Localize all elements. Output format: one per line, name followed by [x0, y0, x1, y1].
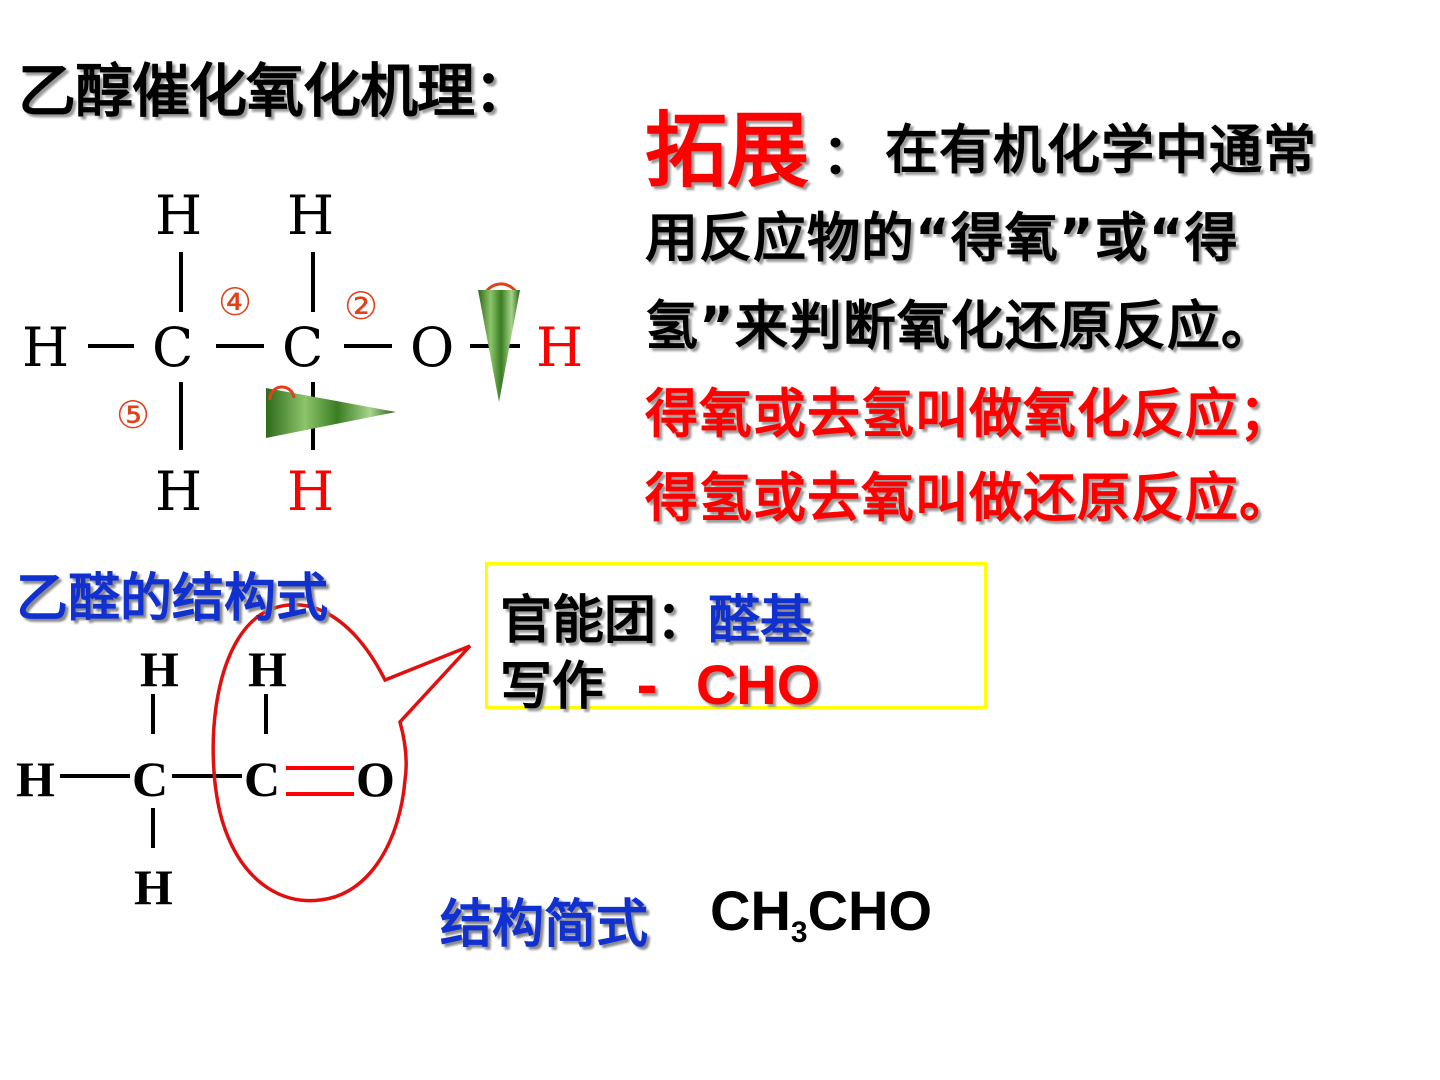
ethanol-atom-c1: C [152, 316, 194, 379]
ethanol-atom-h-bottom-1: H [155, 460, 203, 523]
acetaldehyde-atom-h-left: H [16, 751, 55, 807]
simple-formula-label: 结构简式 [440, 895, 649, 955]
ethanol-atom-o: O [410, 316, 455, 379]
bond-label-partial-circle-2 [268, 385, 296, 401]
ethanol-atom-h-top-2: H [287, 184, 335, 247]
page-title: 乙醇催化氧化机理： [18, 57, 532, 125]
write-formula: CHO [695, 653, 821, 716]
acetaldehyde-bonds [60, 694, 268, 848]
functional-group-write-line: 写作 - CHO [500, 644, 820, 719]
ethanol-atom-c2: C [282, 316, 324, 379]
ethanol-atom-h-left: H [22, 316, 70, 379]
bond-label-5: ⑤ [116, 393, 151, 437]
ethanol-atom-h-top-1: H [155, 184, 203, 247]
acetaldehyde-atom-o: O [356, 751, 395, 807]
simple-formula-part1: CH [710, 879, 791, 942]
functional-group-name: 醛基 [708, 591, 813, 651]
extension-line-oxidation: 得氧或去氢叫做氧化反应； [645, 384, 1293, 445]
ethanol-atom-h-right: H [536, 316, 584, 379]
simple-formula: CH3CHO [710, 878, 932, 950]
extension-line-2: 用反应物的“得氧”或“得 [645, 208, 1239, 269]
acetaldehyde-atom-c1: C [132, 751, 169, 807]
functional-group-box [485, 562, 987, 709]
simple-formula-part2: CHO [807, 879, 933, 942]
write-dash: - [636, 657, 658, 717]
extension-heading: 拓展 [645, 104, 810, 199]
acetaldehyde-atom-h-bottom: H [134, 859, 173, 915]
ethanol-bonds [88, 252, 520, 450]
extension-line-3: 氢”来判断氧化还原反应。 [645, 296, 1275, 357]
extension-line-1: 在有机化学中通常 [885, 120, 1317, 181]
aldehyde-highlight-callout [211, 602, 472, 903]
functional-group-label: 官能团： [500, 591, 709, 651]
extension-colon: ： [822, 123, 876, 186]
carbonyl-double-bond [286, 766, 354, 796]
extension-line-reduction: 得氢或去氧叫做还原反应。 [645, 468, 1293, 529]
acetaldehyde-atom-h-top-1: H [140, 641, 179, 697]
acetaldehyde-heading: 乙醛的结构式 [16, 569, 329, 629]
ethanol-atom-h-bottom-2: H [287, 460, 335, 523]
acetaldehyde-atom-h-top-2: H [248, 641, 287, 697]
bond-label-4: ④ [218, 280, 253, 324]
functional-group-line: 官能团：醛基 [500, 578, 812, 653]
pointer-arrow-right [266, 388, 396, 438]
acetaldehyde-atom-c2: C [244, 751, 281, 807]
write-label: 写作 [500, 657, 605, 717]
bond-label-2: ② [344, 284, 379, 328]
pointer-arrow-down [478, 290, 520, 402]
simple-formula-subscript: 3 [790, 916, 808, 949]
